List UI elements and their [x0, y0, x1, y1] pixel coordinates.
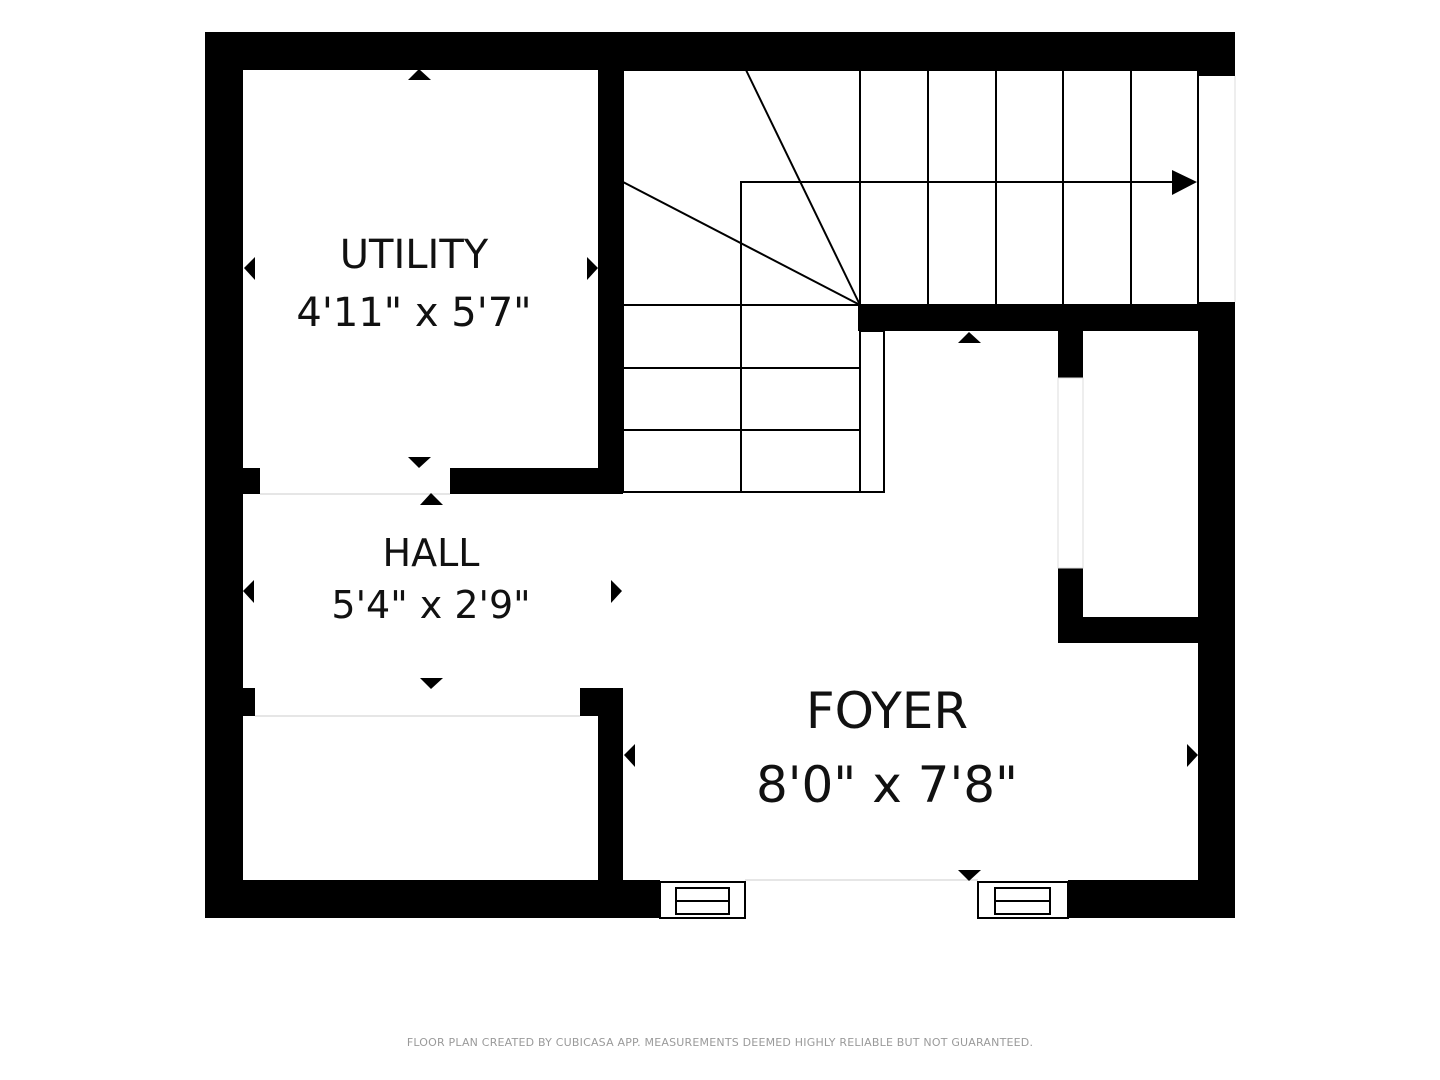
- room-labels: UTILITY 4'11" x 5'7" HALL 5'4" x 2'9" FO…: [296, 232, 1018, 814]
- utility-right-wall: [598, 32, 623, 494]
- stair-direction-line: [740, 181, 1178, 305]
- utility-marker-left: [244, 257, 255, 280]
- stair-direction-arrow: [1172, 170, 1197, 195]
- foyer-marker-top: [958, 332, 981, 343]
- stair-outline: [622, 69, 1199, 306]
- hall-marker-bottom: [420, 678, 443, 689]
- openings: [255, 76, 1236, 881]
- lower-room-top-wall-left: [205, 688, 255, 716]
- walls: [205, 32, 1235, 918]
- right-wall-top: [1198, 32, 1235, 76]
- utility-marker-right: [587, 257, 598, 280]
- staircase: [622, 69, 1199, 493]
- utility-dims: 4'11" x 5'7": [296, 290, 531, 336]
- foyer-name: FOYER: [806, 682, 968, 740]
- bottom-wall-left: [205, 880, 660, 918]
- foyer-dims: 8'0" x 7'8": [756, 756, 1018, 814]
- stair-bottom-wall: [858, 305, 1235, 331]
- utility-name: UTILITY: [340, 232, 489, 278]
- closet-opening: [1057, 377, 1084, 569]
- stair-winder-1: [745, 69, 861, 306]
- dimension-markers: [243, 69, 1198, 881]
- bottom-windows: [659, 881, 1069, 919]
- disclaimer-text: FLOOR PLAN CREATED BY CUBICASA APP. MEAS…: [406, 1036, 1034, 1049]
- utility-marker-top: [408, 69, 431, 80]
- hall-marker-top: [420, 493, 443, 505]
- hall-dims: 5'4" x 2'9": [331, 583, 530, 627]
- foyer-marker-bottom: [958, 870, 981, 881]
- hall-marker-right: [611, 580, 622, 603]
- closet-wall-horizontal: [1058, 617, 1235, 643]
- utility-bottom-wall-right: [450, 468, 623, 494]
- utility-marker-bottom: [408, 457, 431, 468]
- stair-newel: [859, 330, 885, 493]
- top-wall: [205, 32, 1235, 70]
- hall-marker-left: [243, 580, 254, 603]
- closet-wall-top: [1058, 330, 1083, 378]
- foyer-marker-left: [624, 744, 635, 767]
- lower-room-right-wall: [598, 688, 623, 918]
- foyer-marker-right: [1187, 744, 1198, 767]
- right-wall-lower: [1198, 302, 1235, 918]
- hall-name: HALL: [383, 531, 480, 575]
- utility-bottom-wall-left: [205, 468, 260, 494]
